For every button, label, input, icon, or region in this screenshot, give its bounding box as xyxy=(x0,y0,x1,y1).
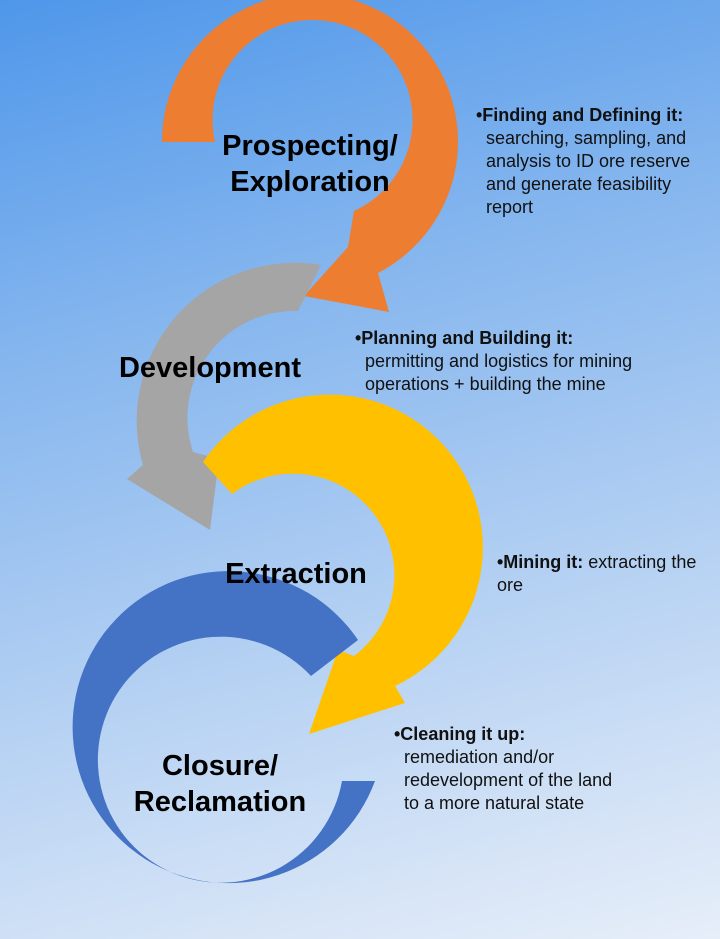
stage-desc-lead: •Mining it: xyxy=(497,552,584,572)
stage-title-extraction: Extraction xyxy=(225,558,367,590)
stage-desc-lead: •Planning and Building it: xyxy=(355,328,574,348)
stage-desc-closure: •Cleaning it up: remediation and/or rede… xyxy=(394,723,624,815)
extraction-arrow xyxy=(203,394,483,734)
stage-desc-body: searching, sampling, and analysis to ID … xyxy=(486,128,691,217)
closure-ring xyxy=(72,571,375,884)
stage-title-development: Development xyxy=(118,352,302,384)
stage-desc-body: extracting the ore xyxy=(497,552,697,595)
development-arrow xyxy=(127,262,321,530)
stage-desc-lead: •Finding and Defining it: xyxy=(476,105,684,125)
stage-desc-development: •Planning and Building it: permitting an… xyxy=(355,327,660,396)
prospecting-arrow xyxy=(161,0,458,312)
stage-desc-body: permitting and logistics for mining oper… xyxy=(365,351,633,394)
stage-desc-lead: •Cleaning it up: xyxy=(394,724,526,744)
stage-title-closure: Closure/ Reclamation xyxy=(133,750,307,818)
stage-desc-extraction: •Mining it: extracting the ore xyxy=(497,551,702,597)
stage-desc-body: remediation and/or redevelopment of the … xyxy=(404,747,613,813)
stage-title-prospecting: Prospecting/ Exploration xyxy=(222,130,398,198)
stage-desc-prospecting: •Finding and Defining it: searching, sam… xyxy=(476,104,711,219)
